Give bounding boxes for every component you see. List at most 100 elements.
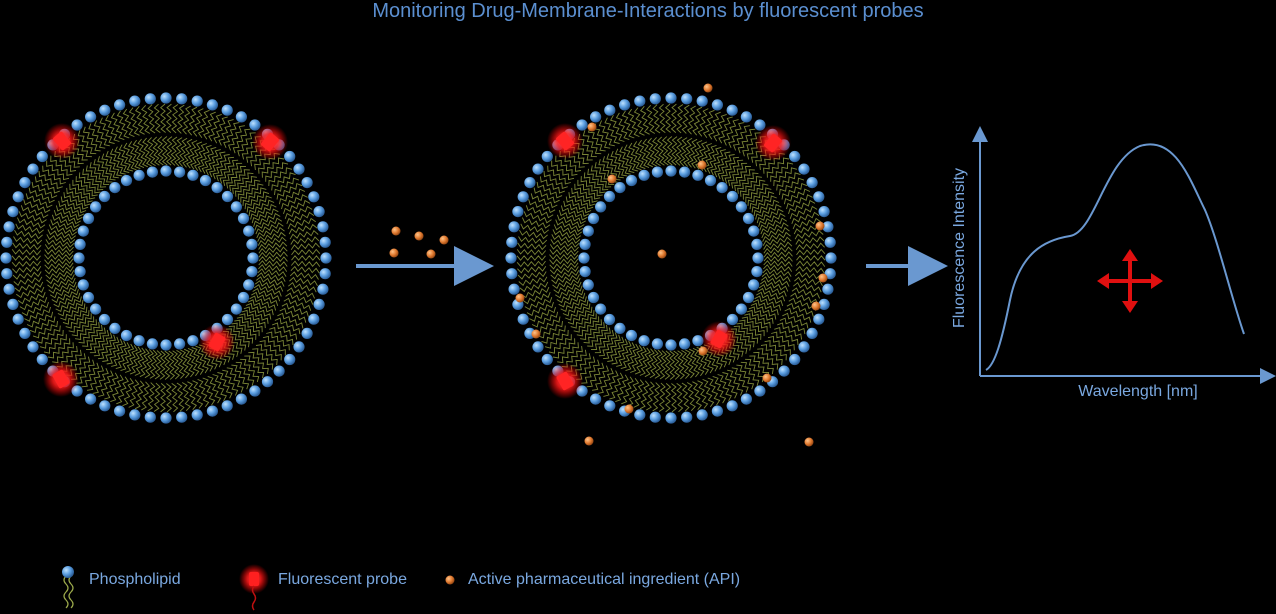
phospholipid-head — [191, 409, 203, 421]
phospholipid-head — [133, 169, 145, 181]
phospholipid-head — [625, 174, 638, 187]
phospholipid-head — [813, 313, 825, 325]
lipid-tails — [11, 103, 321, 413]
phospholipid-head — [735, 201, 748, 213]
phospholipid-head — [120, 174, 133, 187]
phospholipid-head — [822, 283, 834, 295]
phospholipid-head — [27, 163, 39, 175]
phospholipid-head — [221, 400, 233, 412]
phospholipid-head — [313, 298, 325, 310]
phospholipid-head — [301, 327, 313, 339]
fluorescence-curve — [985, 143, 1245, 371]
diagram-title: Monitoring Drug-Membrane-Interactions by… — [372, 0, 924, 22]
phospholipid-head — [619, 99, 631, 111]
phospholipid-head — [778, 365, 790, 377]
phospholipid-head — [261, 376, 274, 388]
phospholipid-head — [638, 169, 650, 181]
fluorescent-probe — [547, 123, 583, 159]
phospholipid-head — [818, 206, 830, 218]
phospholipid-head — [716, 182, 728, 194]
phospholipid-head — [221, 104, 233, 116]
phospholipid-head — [82, 212, 95, 225]
phospholipid-head — [604, 400, 616, 412]
phospholipid-head — [742, 291, 755, 304]
phospholipid-head — [541, 353, 553, 366]
phospholipid-head — [517, 313, 529, 325]
phospholipid-head — [129, 95, 141, 107]
phospholipid-head — [576, 119, 588, 131]
api-cluster — [389, 226, 449, 259]
phospholipid-head — [742, 212, 755, 225]
phospholipid-head — [230, 201, 242, 213]
phospholipid-head — [735, 303, 748, 315]
phospholipid-head — [665, 92, 677, 104]
phospholipid-head — [85, 393, 97, 405]
phospholipid-head — [129, 409, 141, 421]
api-molecule — [811, 301, 821, 311]
phospholipid-head — [246, 266, 258, 278]
phospholipid-head — [813, 191, 825, 203]
phospholipid-head — [187, 335, 199, 347]
phospholipid-head — [12, 191, 24, 203]
phospholipid-head — [313, 206, 325, 218]
legend-phospholipid-label: Phospholipid — [89, 571, 181, 588]
phospholipid-head — [508, 221, 520, 233]
fluorescent-probe — [755, 125, 791, 161]
phospholipid-head — [579, 238, 591, 250]
phospholipid-head — [74, 266, 86, 278]
phospholipid-head — [748, 279, 760, 291]
phospholipid-head — [614, 322, 626, 334]
phospholipid-head — [711, 405, 724, 417]
phospholipid-head — [649, 93, 661, 105]
phospholipid-head — [696, 95, 708, 107]
phospholipid-head — [532, 341, 544, 353]
phospholipid-head — [789, 353, 801, 366]
phospholipid-head — [36, 150, 48, 163]
phospholipid-head — [751, 238, 763, 250]
phospholipid-head — [818, 298, 830, 310]
phospholipid-head — [1, 236, 13, 248]
phospholipid-head — [211, 182, 223, 194]
phospholipid-head — [590, 111, 602, 123]
phospholipid-head — [806, 177, 818, 189]
phospholipid-head — [822, 221, 834, 233]
fluorescent-probe — [44, 123, 80, 159]
phospholipid-head — [293, 163, 305, 175]
phospholipid-heads — [505, 92, 837, 424]
phospholipid-head — [301, 177, 313, 189]
phospholipid-head — [19, 327, 31, 339]
phospholipid-head — [246, 238, 258, 250]
phospholipid-head — [160, 92, 172, 104]
api-molecule — [414, 231, 424, 241]
phospholipid-head — [221, 313, 234, 326]
phospholipid-head — [726, 190, 739, 203]
phospholipid-head — [114, 99, 126, 111]
phospholipid-head — [73, 252, 85, 264]
phospholipid-head — [293, 341, 305, 353]
phospholipid-head — [798, 163, 810, 175]
api-molecule — [389, 248, 399, 258]
phospholipid-head — [144, 93, 156, 105]
phospholipid-head — [235, 111, 247, 123]
phospholipid-head — [649, 411, 661, 423]
phospholipid-head — [517, 191, 529, 203]
phospholipid-head — [77, 225, 89, 237]
phospholipid-head — [144, 411, 156, 423]
api-molecule — [815, 221, 825, 231]
fluorescent-probe — [547, 363, 583, 399]
phospholipid-head — [19, 177, 31, 189]
phospholipid-head — [114, 405, 126, 417]
phospholipid-head — [284, 150, 296, 163]
phospholipid-head — [806, 327, 818, 339]
phospholipid-head — [604, 104, 616, 116]
api-molecule — [804, 437, 814, 447]
phospholipid-head — [98, 313, 111, 326]
api-molecule — [607, 174, 617, 184]
phospholipid-head — [587, 291, 600, 304]
fluorescent-probe — [43, 361, 79, 397]
phospholipid-head — [109, 182, 121, 194]
phospholipid-head — [651, 338, 664, 350]
phospholipid-head — [704, 174, 717, 187]
phospholipid-head — [27, 341, 39, 353]
phospholipid-head — [754, 385, 766, 397]
